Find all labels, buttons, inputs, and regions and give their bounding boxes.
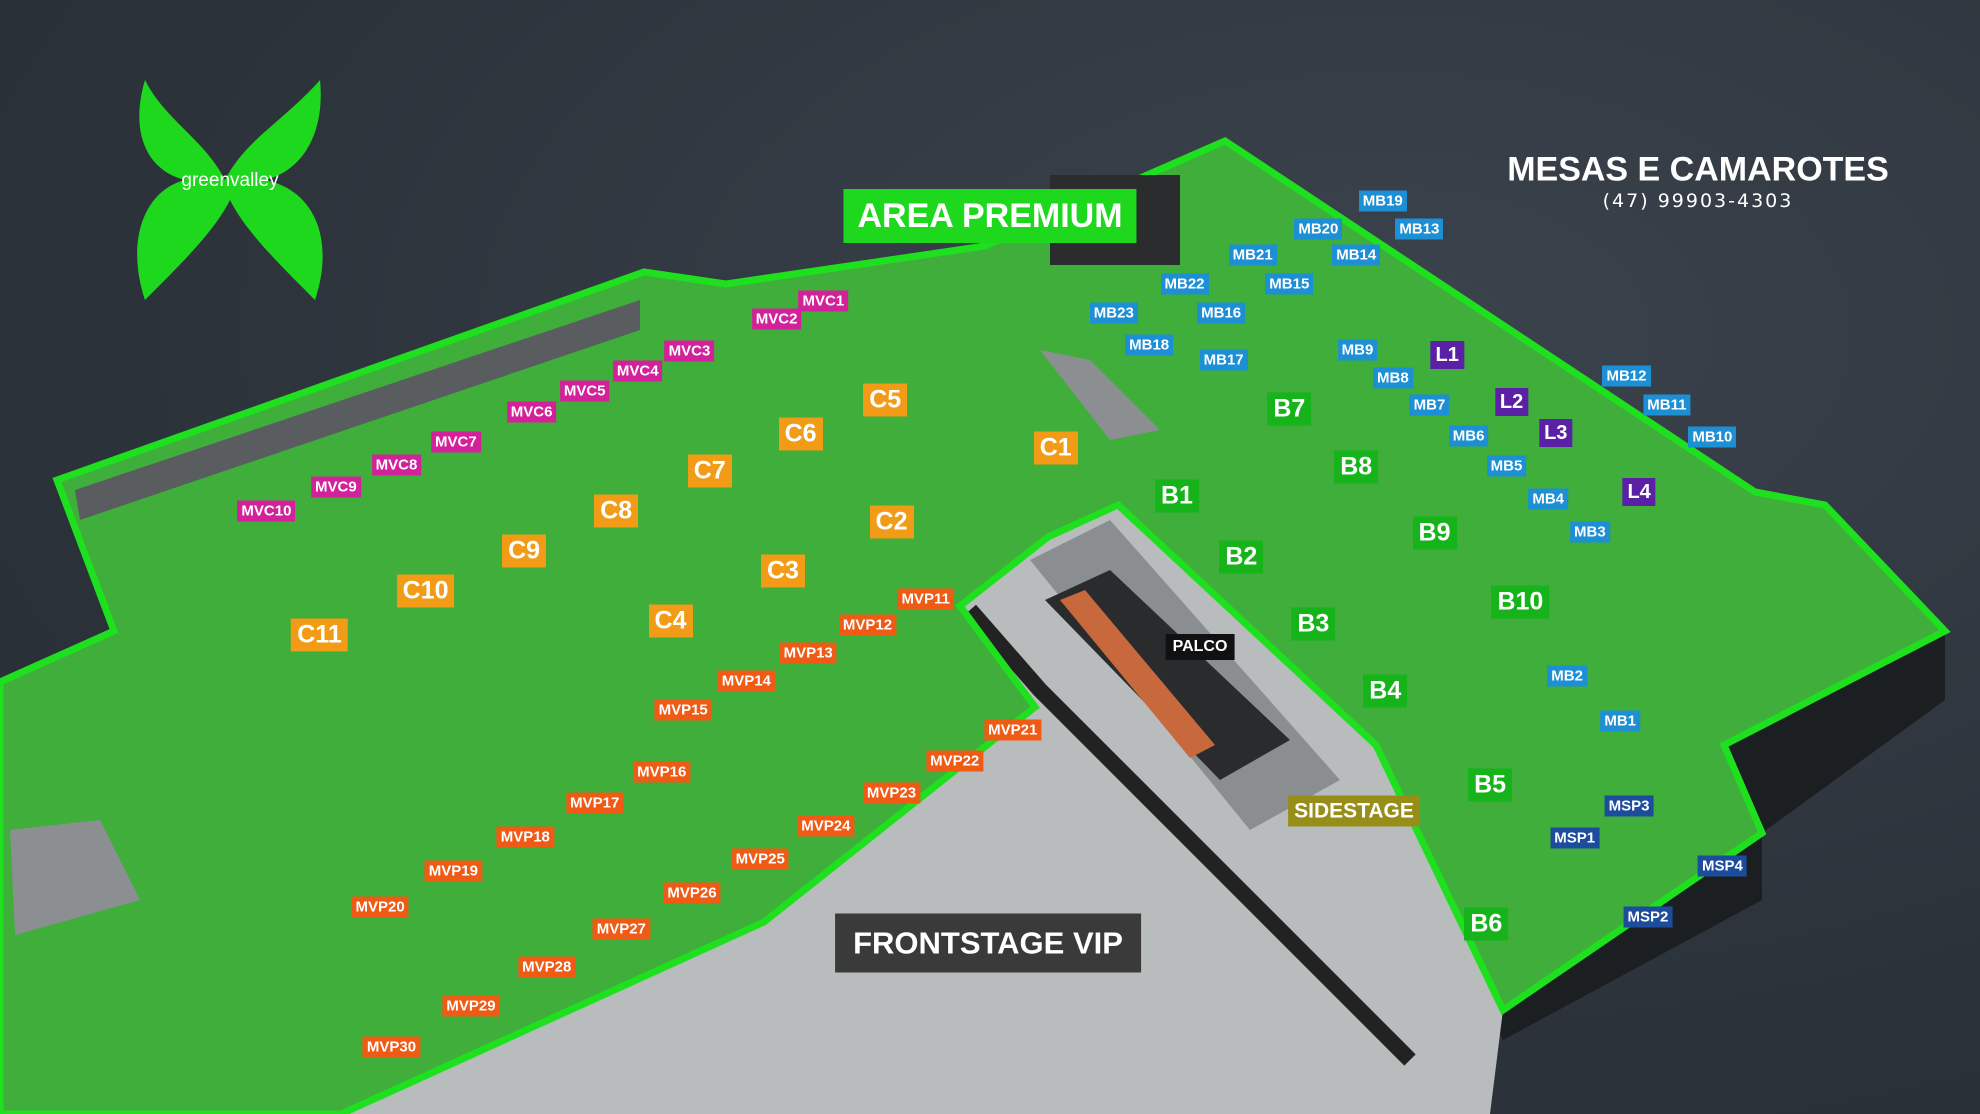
spot-label-mvp16[interactable]: MVP16 [633, 761, 691, 783]
area-premium-label: AREA PREMIUM [843, 189, 1137, 243]
spot-label-msp4[interactable]: MSP4 [1698, 855, 1747, 877]
spot-label-mb16[interactable]: MB16 [1197, 302, 1246, 324]
spot-label-c9[interactable]: C9 [502, 534, 547, 568]
spot-label-b8[interactable]: B8 [1334, 450, 1379, 484]
spot-label-mvp12[interactable]: MVP12 [838, 614, 897, 636]
spot-label-mb14[interactable]: MB14 [1332, 244, 1381, 266]
spot-label-msp2[interactable]: MSP2 [1623, 906, 1673, 928]
spot-label-mvc10[interactable]: MVC10 [237, 500, 296, 522]
spot-label-mvp18[interactable]: MVP18 [496, 826, 554, 848]
contact-phone: (47) 99903-4303 [1602, 190, 1794, 212]
spot-label-mvp28[interactable]: MVP28 [518, 956, 576, 978]
spot-label-mb8[interactable]: MB8 [1373, 367, 1413, 389]
spot-label-c2[interactable]: C2 [869, 505, 914, 539]
spot-label-b4[interactable]: B4 [1363, 674, 1408, 708]
spot-label-mvc1[interactable]: MVC1 [798, 290, 849, 312]
spot-label-b10[interactable]: B10 [1491, 585, 1550, 619]
spot-label-l1[interactable]: L1 [1430, 340, 1464, 369]
spot-label-mvc6[interactable]: MVC6 [506, 401, 557, 423]
spot-label-mb7[interactable]: MB7 [1409, 394, 1450, 416]
spot-label-mvc4[interactable]: MVC4 [612, 360, 663, 382]
spot-label-mvp30[interactable]: MVP30 [362, 1036, 421, 1058]
frontstage-vip-label: FRONTSTAGE VIP [835, 913, 1141, 973]
spot-label-mb9[interactable]: MB9 [1337, 339, 1378, 361]
spot-label-mvp25[interactable]: MVP25 [731, 848, 789, 870]
spot-label-b5[interactable]: B5 [1468, 768, 1513, 802]
spot-label-mb5[interactable]: MB5 [1486, 455, 1527, 477]
spot-label-mvc8[interactable]: MVC8 [371, 454, 422, 476]
spot-label-c1[interactable]: C1 [1033, 431, 1078, 465]
spot-label-mvp24[interactable]: MVP24 [797, 815, 855, 837]
spot-label-mb6[interactable]: MB6 [1448, 425, 1489, 447]
spot-label-c8[interactable]: C8 [594, 494, 639, 528]
sidestage-label: SIDESTAGE [1288, 795, 1420, 827]
spot-label-mvp23[interactable]: MVP23 [862, 782, 921, 804]
spot-label-mvc3[interactable]: MVC3 [664, 340, 715, 362]
spot-label-mb3[interactable]: MB3 [1570, 521, 1610, 543]
spot-label-mb12[interactable]: MB12 [1602, 365, 1651, 387]
spot-label-mb19[interactable]: MB19 [1358, 190, 1407, 212]
spot-label-mb10[interactable]: MB10 [1688, 426, 1737, 448]
spot-label-b3[interactable]: B3 [1291, 607, 1336, 641]
spot-label-mvp11[interactable]: MVP11 [897, 588, 954, 610]
stage-runway [1060, 590, 1215, 758]
spot-label-mvc2[interactable]: MVC2 [751, 308, 802, 330]
spot-label-msp3[interactable]: MSP3 [1604, 795, 1654, 817]
spot-label-l4[interactable]: L4 [1622, 478, 1656, 507]
spot-label-mb13[interactable]: MB13 [1395, 218, 1444, 240]
spot-label-c3[interactable]: C3 [760, 554, 805, 588]
spot-label-b2[interactable]: B2 [1219, 540, 1264, 574]
spot-label-msp1[interactable]: MSP1 [1550, 827, 1600, 849]
spot-label-mb17[interactable]: MB17 [1199, 349, 1248, 371]
spot-label-mvp13[interactable]: MVP13 [779, 642, 837, 664]
spot-label-mvp27[interactable]: MVP27 [592, 918, 650, 940]
spot-label-b7[interactable]: B7 [1267, 392, 1312, 426]
page-title: MESAS E CAMAROTES [1507, 150, 1889, 189]
stairs-center [1040, 350, 1160, 440]
spot-label-mb4[interactable]: MB4 [1528, 488, 1569, 510]
spot-label-b9[interactable]: B9 [1412, 516, 1457, 550]
back-wall [75, 300, 640, 520]
spot-label-mb23[interactable]: MB23 [1089, 302, 1138, 324]
spot-label-mb1[interactable]: MB1 [1600, 710, 1641, 732]
spot-label-mb18[interactable]: MB18 [1125, 334, 1174, 356]
spot-label-mvc5[interactable]: MVC5 [559, 380, 610, 402]
spot-label-l3[interactable]: L3 [1539, 419, 1573, 448]
stage-label: PALCO [1165, 634, 1235, 660]
spot-label-mvp22[interactable]: MVP22 [926, 750, 984, 772]
spot-label-mb21[interactable]: MB21 [1228, 244, 1277, 266]
spot-label-mvp17[interactable]: MVP17 [566, 792, 624, 814]
spot-label-mb22[interactable]: MB22 [1160, 273, 1209, 295]
spot-label-mvp14[interactable]: MVP14 [717, 670, 775, 692]
spot-label-mvp21[interactable]: MVP21 [984, 719, 1042, 741]
spot-label-mvp26[interactable]: MVP26 [663, 882, 721, 904]
spot-label-c4[interactable]: C4 [648, 604, 693, 638]
spot-label-c6[interactable]: C6 [778, 417, 823, 451]
spot-label-b1[interactable]: B1 [1154, 479, 1199, 513]
logo-text: greenvalley [181, 170, 279, 191]
spot-label-c7[interactable]: C7 [687, 454, 732, 488]
spot-label-mb15[interactable]: MB15 [1265, 273, 1314, 295]
greenvalley-logo [137, 80, 323, 300]
spot-label-mb11[interactable]: MB11 [1643, 394, 1691, 416]
spot-label-b6[interactable]: B6 [1464, 907, 1509, 941]
spot-label-mb20[interactable]: MB20 [1294, 218, 1343, 240]
spot-label-mvp15[interactable]: MVP15 [654, 699, 712, 721]
spot-label-c10[interactable]: C10 [396, 574, 455, 608]
spot-label-mvc9[interactable]: MVC9 [311, 476, 361, 498]
spot-label-mb2[interactable]: MB2 [1547, 665, 1587, 687]
spot-label-mvp19[interactable]: MVP19 [424, 860, 482, 882]
spot-label-mvc7[interactable]: MVC7 [431, 431, 481, 453]
stairs-left [10, 820, 140, 935]
spot-label-mvp29[interactable]: MVP29 [442, 995, 500, 1017]
spot-label-mvp20[interactable]: MVP20 [351, 896, 409, 918]
spot-label-c11[interactable]: C11 [291, 618, 348, 652]
frontstage-barrier [963, 604, 1416, 1066]
spot-label-c5[interactable]: C5 [863, 383, 908, 417]
spot-label-l2[interactable]: L2 [1494, 387, 1529, 416]
